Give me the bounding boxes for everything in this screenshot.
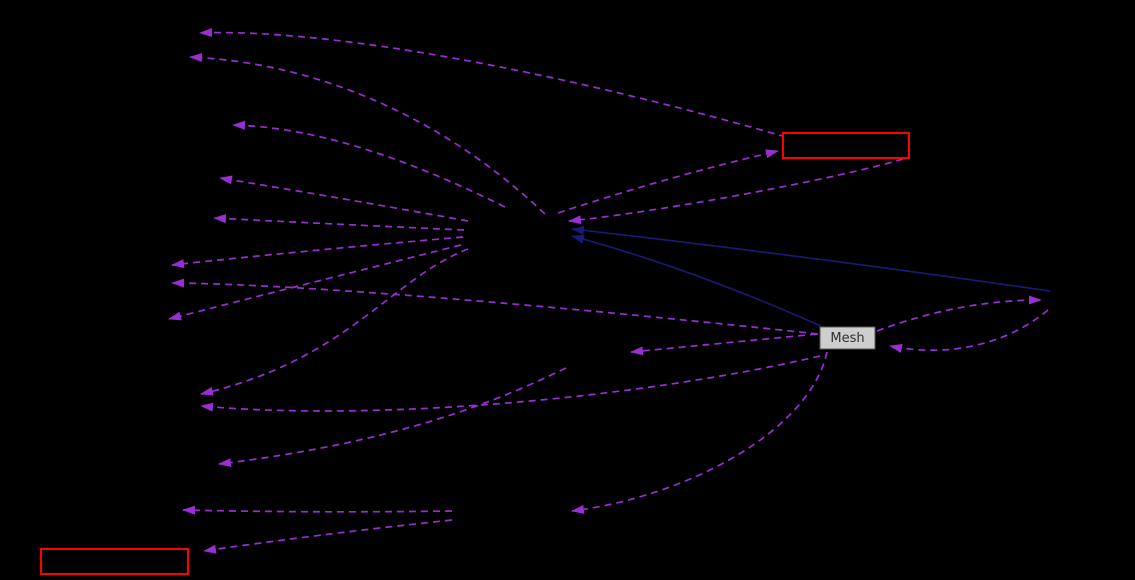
edge-hubcenter-to-left-4 [219, 175, 469, 222]
edge-redtop-to-hubcenter [568, 158, 904, 225]
edge-hubcenter-to-left-8 [168, 244, 462, 321]
edge-hubright-to-mesh [889, 309, 1049, 353]
edge-redtop-to-far-left-1 [199, 28, 787, 138]
edge-hubcenter-to-left-6 [171, 236, 464, 269]
mesh-node[interactable] [819, 326, 876, 350]
edge-mesh-to-hubmid [630, 333, 818, 356]
edge-hubmid-to-left-11 [218, 367, 567, 468]
edge-hubcenter-to-left-5 [213, 214, 465, 231]
hub-center [468, 213, 562, 247]
edge-hubcenter-to-left-3 [232, 120, 506, 208]
edge-mesh-to-left-10 [200, 355, 821, 412]
edge-hubbottom-to-left-12 [182, 505, 453, 515]
edge-hubbottom-to-redbottom [203, 519, 453, 554]
hub-mid [560, 344, 626, 370]
hub-bottom [452, 500, 566, 526]
edge-mesh-to-left-7 [171, 278, 819, 335]
edge-mesh-to-hubbottom [571, 351, 828, 514]
edge-hubcenter-to-left-9 [200, 248, 469, 396]
edge-hubcenter-to-far-left-2 [189, 53, 546, 215]
hub-right [1008, 282, 1112, 308]
edge-mesh-to-hubright [876, 295, 1042, 332]
red-node-top-right[interactable] [782, 132, 910, 159]
edge-hubright-to-hubcenter [571, 225, 1051, 292]
edge-mesh-to-hubcenter [571, 234, 822, 327]
red-node-bottom-left[interactable] [40, 548, 189, 575]
edge-hubcenter-to-redtop [557, 149, 779, 214]
